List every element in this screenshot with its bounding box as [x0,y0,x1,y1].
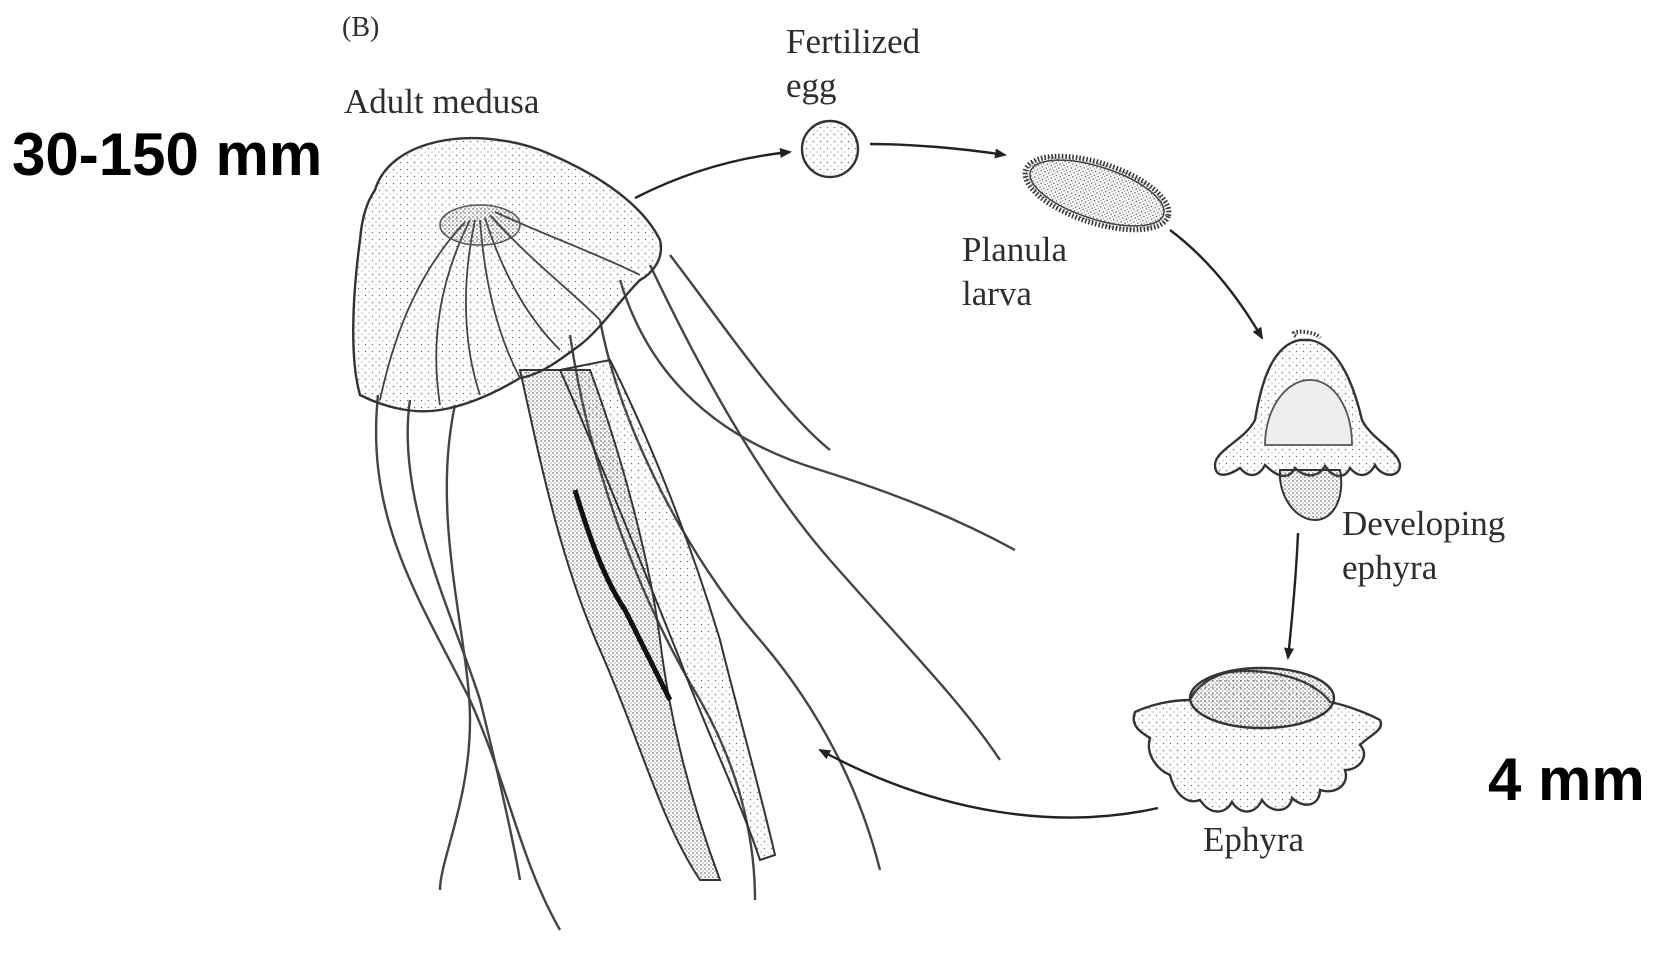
ephyra-size-label: 4 mm [1488,748,1645,812]
fertilized-egg-label: Fertilized egg [786,20,920,108]
developing-ephyra-illustration [1215,332,1400,520]
ephyra-illustration [1134,668,1381,812]
planula-larva-label: Planula larva [962,228,1067,316]
panel-letter: (B) [342,6,379,50]
arrow-ephyra-to-medusa [820,750,1158,817]
ephyra-label: Ephyra [1203,818,1304,862]
fertilized-egg-illustration [802,121,858,177]
adult-medusa-illustration [353,138,1015,930]
adult-medusa-label: Adult medusa [344,80,539,124]
arrow-planula-to-developing [1170,230,1262,338]
arrow-medusa-to-egg [635,152,790,198]
arrow-egg-to-planula [870,144,1005,155]
adult-size-label: 30-150 mm [12,123,322,187]
arrow-developing-to-ephyra [1288,533,1298,658]
developing-ephyra-label: Developing ephyra [1342,502,1505,590]
